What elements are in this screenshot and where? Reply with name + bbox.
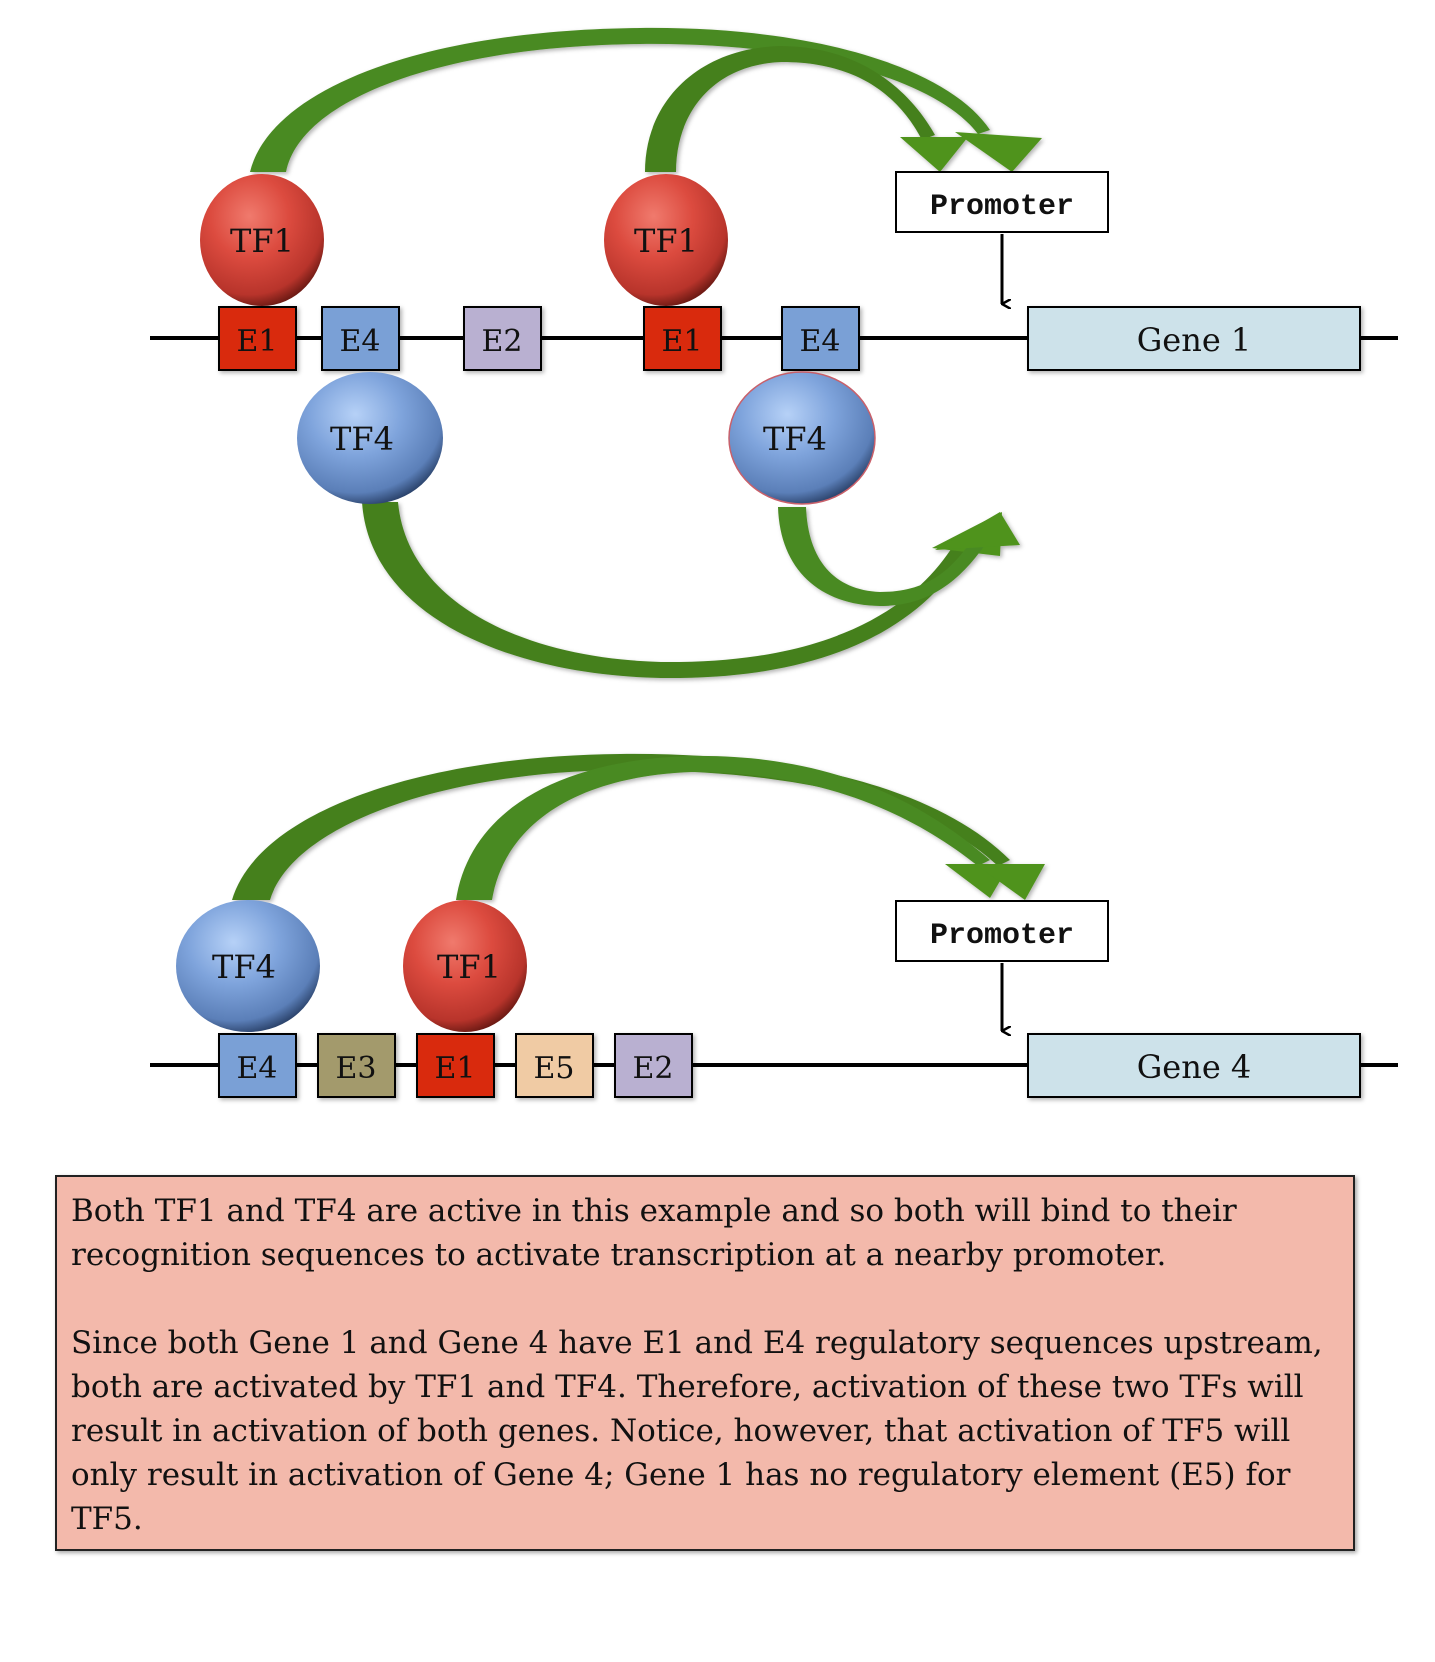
arrowhead-tf4-b bbox=[935, 512, 1020, 550]
gene-box bbox=[1027, 306, 1361, 371]
transcription-factor-tf1: TF1 bbox=[403, 900, 527, 1032]
activation-arrow-tf4-a bbox=[362, 502, 972, 679]
activation-arrow-tf4-b bbox=[778, 507, 985, 606]
element-label: E1 bbox=[662, 324, 703, 359]
arrowhead-tf1-b bbox=[900, 137, 968, 172]
promoter-label: Promoter bbox=[930, 919, 1074, 953]
element-label: E3 bbox=[336, 1051, 377, 1086]
promoter-box bbox=[895, 171, 1109, 233]
arrowhead-tf1-a bbox=[955, 132, 1042, 172]
transcription-factor-tf4: TF4 bbox=[297, 372, 443, 504]
transcription-factor-tf4: TF4 bbox=[728, 371, 876, 505]
explanation-note: Both TF1 and TF4 are active in this exam… bbox=[55, 1175, 1355, 1551]
element-label: E1 bbox=[237, 324, 278, 359]
gene-label: Gene 1 bbox=[1137, 321, 1252, 359]
regulatory-element-e5 bbox=[515, 1033, 594, 1098]
activation-arrows-gene1 bbox=[250, 27, 1042, 679]
regulatory-element-e1 bbox=[643, 306, 722, 371]
regulatory-element-e1 bbox=[218, 306, 297, 371]
activation-arrow-tf1-a bbox=[250, 27, 990, 172]
element-label: E4 bbox=[340, 324, 381, 359]
note-paragraph: Both TF1 and TF4 are active in this exam… bbox=[71, 1193, 1237, 1273]
arrowhead-tf1 bbox=[975, 864, 1045, 900]
regulatory-element-e4 bbox=[218, 1033, 297, 1098]
tf-label: TF1 bbox=[437, 948, 501, 986]
element-label: E4 bbox=[237, 1051, 278, 1086]
activation-arrow-tf4 bbox=[232, 753, 1010, 900]
element-label: E2 bbox=[633, 1051, 674, 1086]
activation-arrows-gene4 bbox=[232, 753, 1045, 900]
tf-label: TF1 bbox=[634, 222, 698, 260]
panel-gene4: Promoter Gene 4 E4 E3 E1 E5 E2 TF4 bbox=[150, 753, 1398, 1098]
gene-box bbox=[1027, 1033, 1361, 1098]
note-paragraph: Since both Gene 1 and Gene 4 have E1 and… bbox=[71, 1325, 1323, 1537]
element-label: E1 bbox=[435, 1051, 476, 1086]
panel-gene1: Promoter Gene 1 E1 E4 E2 E1 E4 bbox=[150, 27, 1398, 679]
activation-arrow-tf1 bbox=[456, 755, 990, 900]
transcription-factor-tf1: TF1 bbox=[200, 174, 324, 306]
tf-label: TF4 bbox=[212, 948, 276, 986]
activation-arrow-tf1-b bbox=[645, 46, 935, 172]
tf-label: TF4 bbox=[763, 420, 827, 458]
tf-label: TF4 bbox=[330, 420, 394, 458]
element-label: E5 bbox=[534, 1051, 575, 1086]
gene-regulation-diagram: Promoter Gene 1 E1 E4 E2 E1 E4 bbox=[150, 27, 1398, 1098]
tf-label: TF1 bbox=[230, 222, 294, 260]
promoter: Promoter bbox=[895, 900, 1109, 1031]
regulatory-element-e4 bbox=[781, 306, 860, 371]
regulatory-element-e4 bbox=[321, 306, 400, 371]
element-label: E4 bbox=[800, 324, 841, 359]
gene-label: Gene 4 bbox=[1137, 1048, 1252, 1086]
promoter-label: Promoter bbox=[930, 190, 1074, 224]
promoter: Promoter bbox=[895, 171, 1109, 304]
element-label: E2 bbox=[482, 324, 523, 359]
transcription-factor-tf4: TF4 bbox=[176, 900, 320, 1032]
regulatory-element-e2 bbox=[614, 1033, 693, 1098]
regulatory-element-e2 bbox=[463, 306, 542, 371]
regulatory-element-e1 bbox=[416, 1033, 495, 1098]
promoter-box bbox=[895, 900, 1109, 962]
transcription-factor-tf1: TF1 bbox=[604, 174, 728, 306]
regulatory-element-e3 bbox=[317, 1033, 396, 1098]
